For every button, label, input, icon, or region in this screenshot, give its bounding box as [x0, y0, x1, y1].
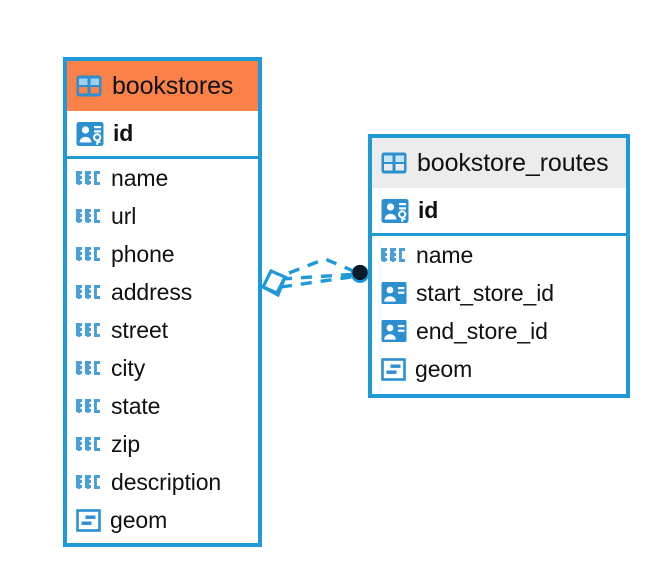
field-label: geom: [110, 506, 168, 533]
relationship-line-upper: [280, 272, 359, 281]
field-row-id[interactable]: id: [67, 111, 258, 159]
entity-header-bookstore-routes[interactable]: bookstore_routes: [372, 138, 626, 188]
field-row-geom[interactable]: geom: [372, 350, 626, 388]
field-label: address: [111, 278, 193, 305]
field-row-url[interactable]: url: [67, 197, 258, 235]
field-row-street[interactable]: street: [67, 311, 258, 349]
text-abc-icon: [76, 167, 102, 189]
field-label: zip: [111, 430, 141, 457]
table-icon: [381, 152, 407, 174]
filled-circle-marker: [351, 264, 369, 283]
field-label: city: [111, 354, 146, 381]
field-row-start-store-id[interactable]: start_store_id: [372, 274, 626, 312]
field-row-geom[interactable]: geom: [67, 501, 258, 539]
field-label: geom: [415, 355, 473, 382]
field-label: street: [111, 316, 168, 343]
entity-title: bookstore_routes: [417, 148, 609, 177]
field-label: end_store_id: [416, 317, 548, 344]
entity-header-bookstores[interactable]: bookstores: [67, 61, 258, 111]
field-label: start_store_id: [416, 279, 554, 306]
field-label: description: [111, 468, 222, 495]
primary-key-icon: [381, 197, 409, 225]
field-row-zip[interactable]: zip: [67, 425, 258, 463]
field-label: id: [113, 120, 134, 146]
field-label: state: [111, 392, 161, 419]
field-label: id: [418, 197, 439, 223]
field-row-id[interactable]: id: [372, 188, 626, 236]
table-icon: [76, 75, 102, 97]
field-row-name[interactable]: name: [67, 159, 258, 197]
field-label: url: [111, 202, 137, 229]
field-row-end-store-id[interactable]: end_store_id: [372, 312, 626, 350]
geometry-icon: [76, 508, 101, 533]
field-row-address[interactable]: address: [67, 273, 258, 311]
primary-key-icon: [76, 120, 104, 148]
geometry-icon: [381, 357, 406, 382]
field-row-description[interactable]: description: [67, 463, 258, 501]
diamond-crowsfoot-marker: [260, 268, 288, 298]
field-label: name: [416, 241, 474, 268]
entity-bookstores[interactable]: bookstores id: [63, 57, 262, 547]
text-abc-icon: [76, 395, 102, 417]
field-row-state[interactable]: state: [67, 387, 258, 425]
field-row-city[interactable]: city: [67, 349, 258, 387]
field-label: name: [111, 164, 169, 191]
foreign-key-icon: [381, 318, 407, 344]
text-abc-icon: [76, 243, 102, 265]
text-abc-icon: [76, 205, 102, 227]
relationship-connector[interactable]: [255, 243, 385, 323]
field-row-name[interactable]: name: [372, 236, 626, 274]
field-row-phone[interactable]: phone: [67, 235, 258, 273]
foreign-key-icon: [381, 280, 407, 306]
text-abc-icon: [381, 244, 407, 266]
relationship-line-middle: [280, 274, 359, 289]
text-abc-icon: [76, 357, 102, 379]
text-abc-icon: [76, 281, 102, 303]
entity-title: bookstores: [112, 71, 234, 100]
field-label: phone: [111, 240, 175, 267]
text-abc-icon: [76, 433, 102, 455]
text-abc-icon: [76, 471, 102, 493]
relationship-line-upper-arc: [288, 257, 359, 275]
text-abc-icon: [76, 319, 102, 341]
entity-bookstore-routes[interactable]: bookstore_routes id: [368, 134, 630, 398]
